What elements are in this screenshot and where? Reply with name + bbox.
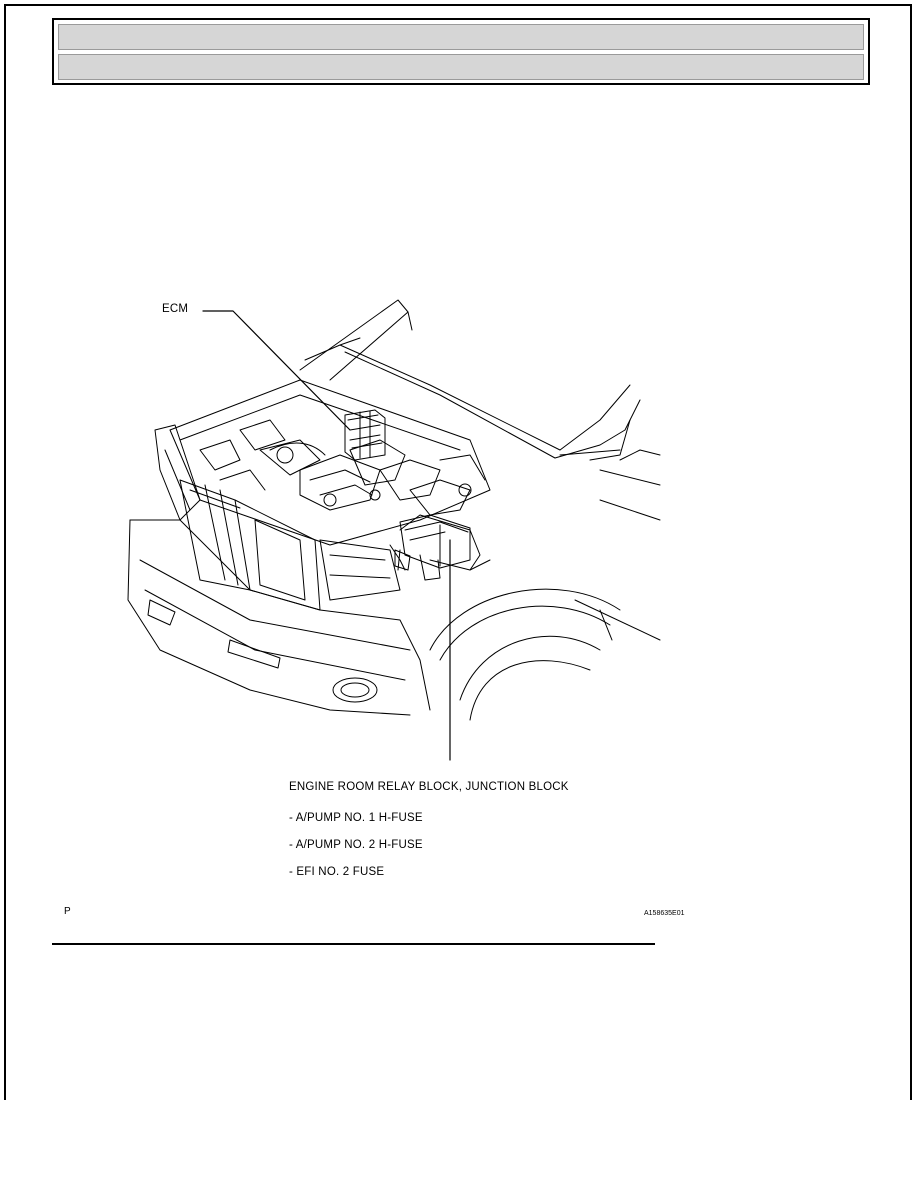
ecm-unit [344,409,386,461]
header-box [52,18,870,85]
engine-bay [169,379,491,546]
front-wheel [429,588,621,721]
section-divider [52,943,655,945]
headlight [319,539,401,601]
callout-leaders [202,310,451,761]
relay-block-unit [394,514,471,581]
front-bumper [127,519,431,716]
hood-outline [299,299,561,459]
corner-mark: P [64,906,71,917]
page-frame [4,4,912,1100]
ecm-leader-line [202,310,351,431]
body-lines [554,384,661,641]
relay-block-label: ENGINE ROOM RELAY BLOCK, JUNCTION BLOCK [289,781,569,793]
header-subtitle-bar [58,54,864,80]
relay-block-item: - A/PUMP NO. 2 H-FUSE [289,839,423,851]
figure-code: A158635E01 [644,910,685,917]
header-title-bar [58,24,864,50]
ecm-label: ECM [162,303,189,315]
relay-block-item: - EFI NO. 2 FUSE [289,866,385,878]
relay-block-item: - A/PUMP NO. 1 H-FUSE [289,812,423,824]
